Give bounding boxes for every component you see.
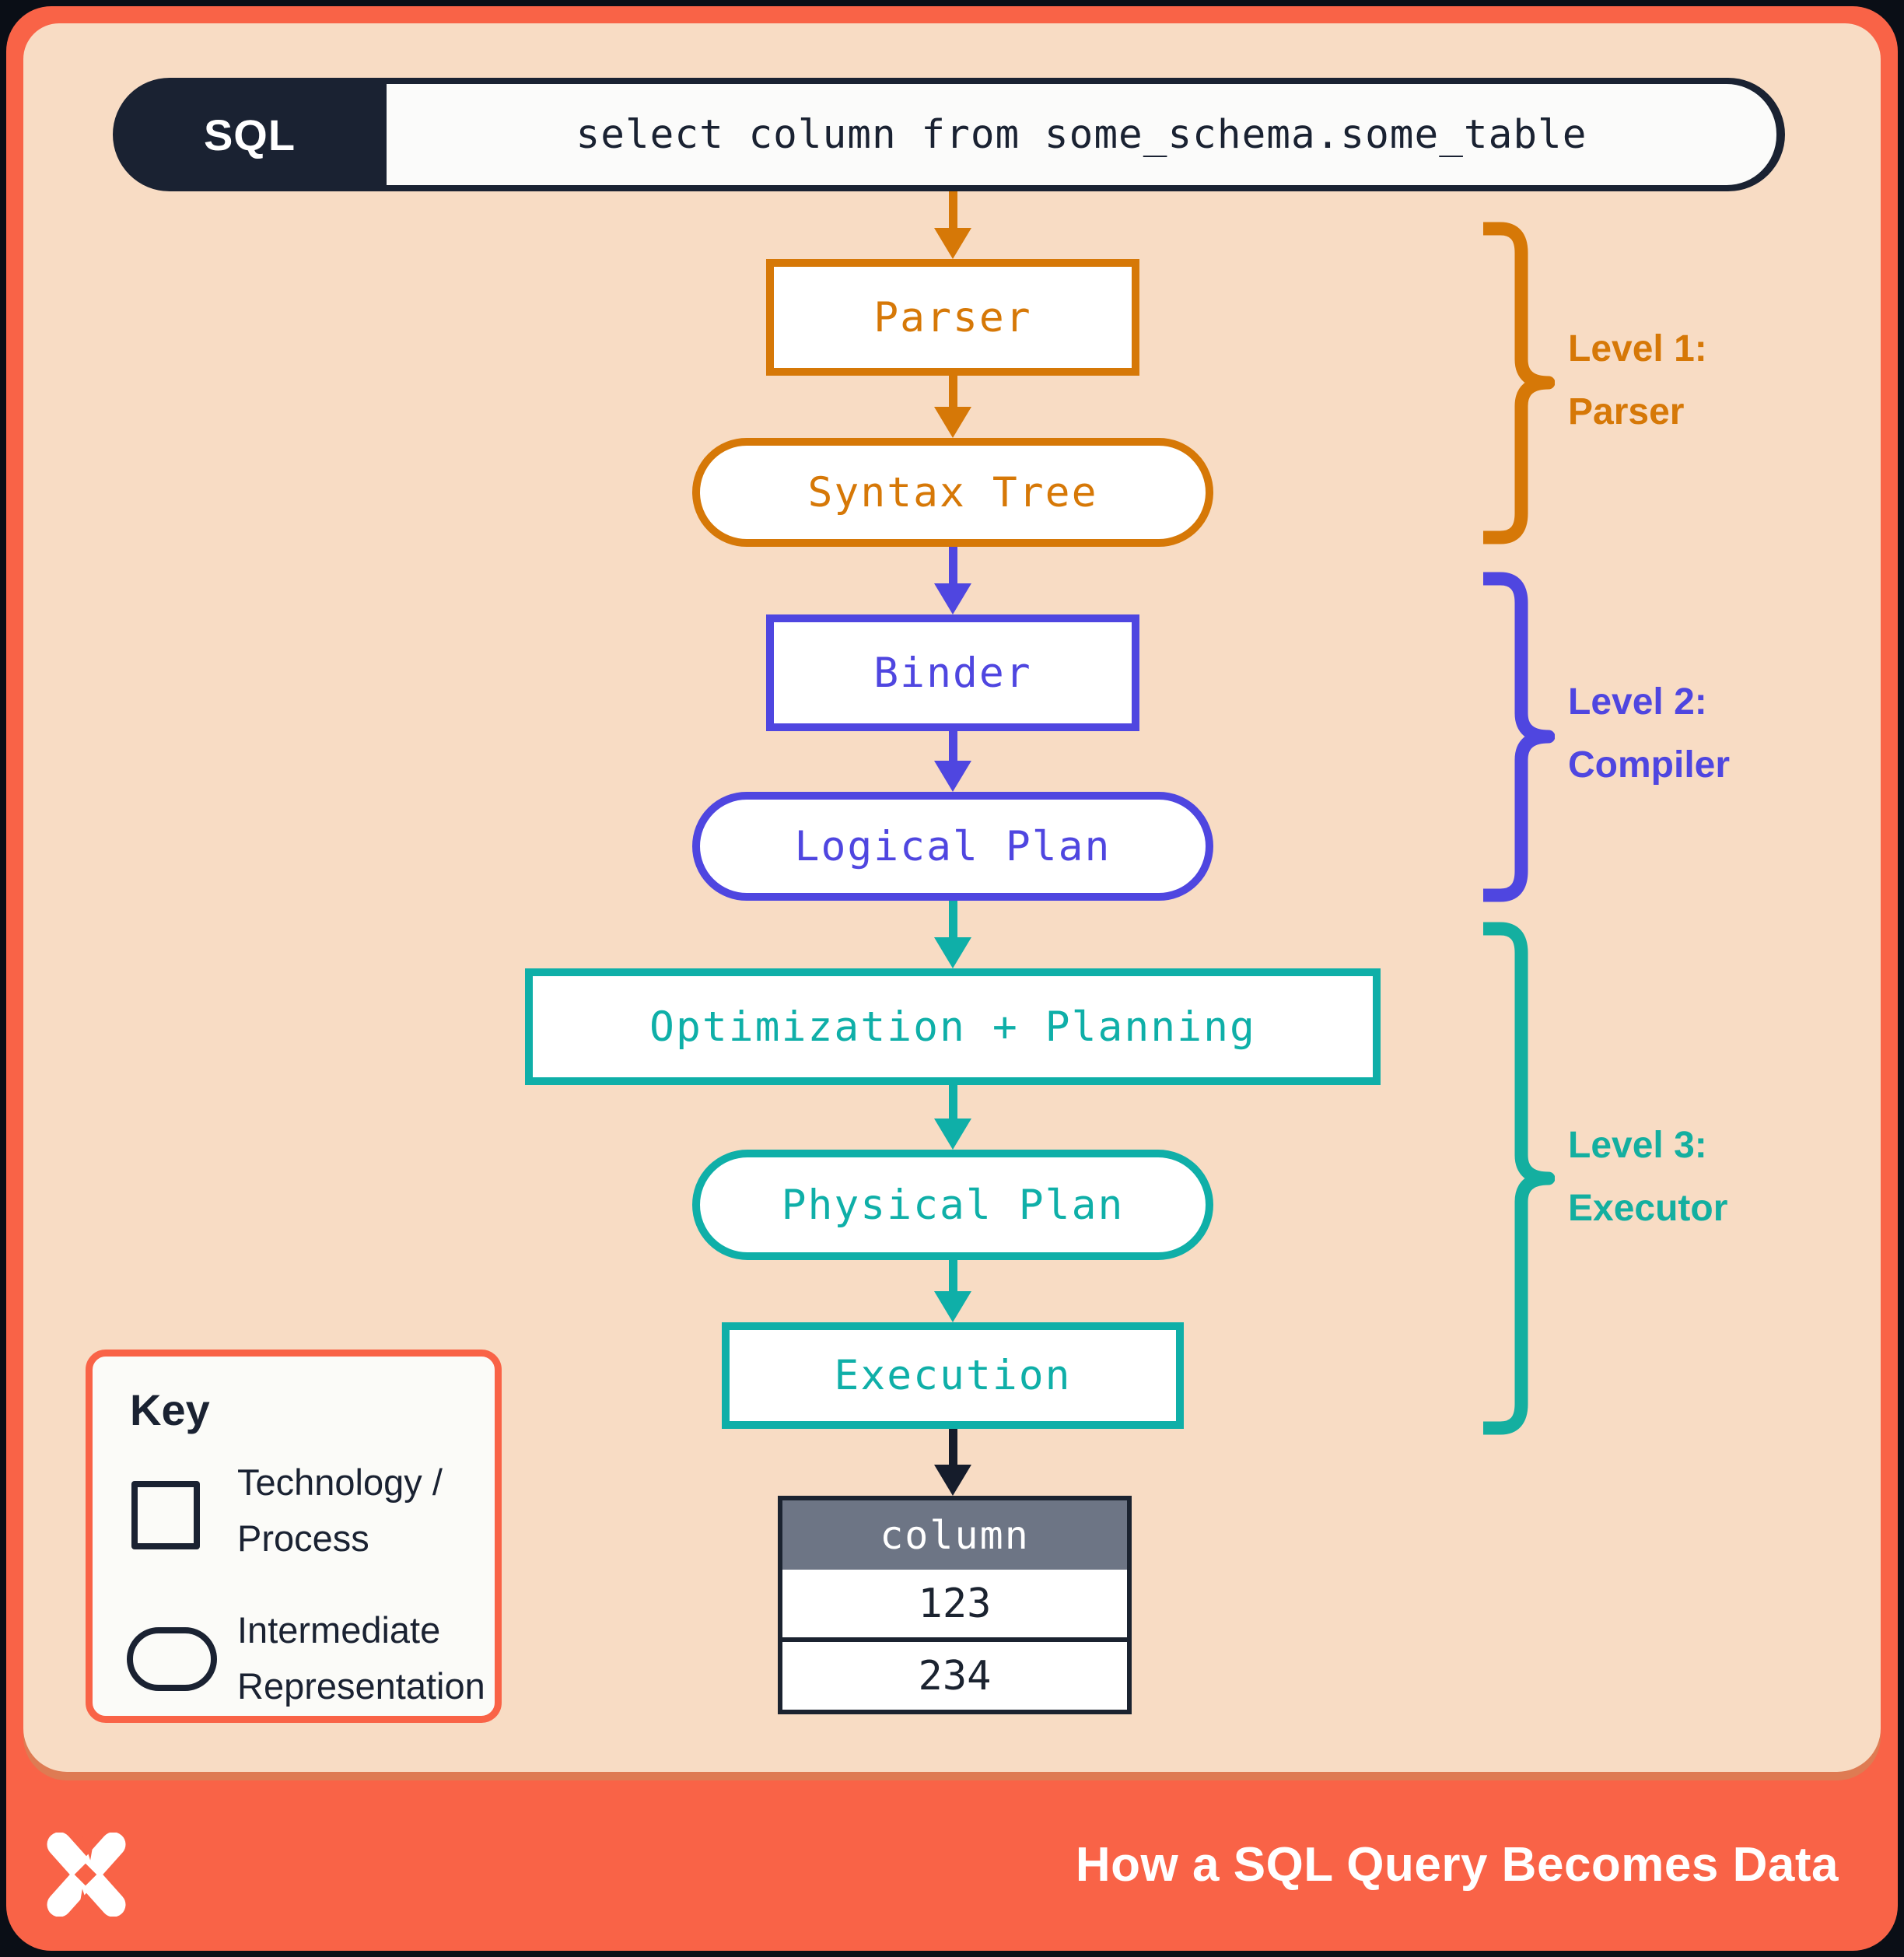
level-2-name: Compiler: [1568, 744, 1731, 786]
legend-title: Key: [130, 1385, 210, 1434]
intermediate-shape-icon: [127, 1627, 217, 1691]
node-optimization-planning: Optimization + Planning: [525, 968, 1381, 1085]
result-table: column 123 234: [778, 1496, 1132, 1714]
level-3-label: Level 3: Executor: [1568, 1114, 1895, 1240]
node-execution: Execution: [722, 1322, 1184, 1429]
node-syntax-tree: Syntax Tree: [692, 438, 1213, 547]
result-table-row-2: 234: [782, 1637, 1127, 1710]
arrow-optimization-to-physical-plan: [934, 1085, 971, 1150]
level-1-label: Level 1: Parser: [1568, 317, 1895, 443]
level-3-title: Level 3:: [1568, 1125, 1707, 1166]
sql-query-box: select column from some_schema.some_tabl…: [387, 84, 1776, 185]
sql-input-pill: SQL select column from some_schema.some_…: [113, 78, 1785, 191]
level-2-label: Level 2: Compiler: [1568, 670, 1895, 796]
arrow-execution-to-result: [934, 1429, 971, 1496]
level-3-name: Executor: [1568, 1188, 1728, 1229]
arrow-binder-to-logical-plan: [934, 731, 971, 792]
footer-title: How a SQL Query Becomes Data: [1075, 1838, 1839, 1892]
level-1-brace-icon: [1483, 222, 1555, 544]
level-1-title: Level 1:: [1568, 328, 1707, 369]
node-binder: Binder: [766, 614, 1139, 731]
node-physical-plan: Physical Plan: [692, 1150, 1213, 1260]
level-2-brace-icon: [1483, 572, 1555, 902]
arrow-sql-to-parser: [934, 191, 971, 259]
arrow-syntax-tree-to-binder: [934, 547, 971, 614]
result-table-row-1: 123: [782, 1570, 1127, 1637]
level-3-brace-icon: [1483, 922, 1555, 1435]
sql-query-text: select column from some_schema.some_tabl…: [576, 111, 1587, 158]
level-2-title: Level 2:: [1568, 681, 1707, 723]
x-logo-icon: [47, 1833, 126, 1917]
arrow-physical-plan-to-execution: [934, 1260, 971, 1322]
arrow-parser-to-syntax-tree: [934, 376, 971, 438]
arrow-logical-plan-to-optimization: [934, 901, 971, 968]
sql-tag: SQL: [203, 110, 296, 159]
legend-item-process: Technology / Process: [237, 1462, 443, 1559]
level-1-name: Parser: [1568, 391, 1685, 432]
node-parser: Parser: [766, 259, 1139, 376]
legend-key-box: Key Technology / Process Intermediate Re…: [86, 1350, 502, 1723]
process-shape-icon: [131, 1481, 200, 1549]
result-table-header: column: [782, 1500, 1127, 1570]
legend-item-intermediate: Intermediate Representation: [237, 1609, 485, 1707]
node-logical-plan: Logical Plan: [692, 792, 1213, 901]
